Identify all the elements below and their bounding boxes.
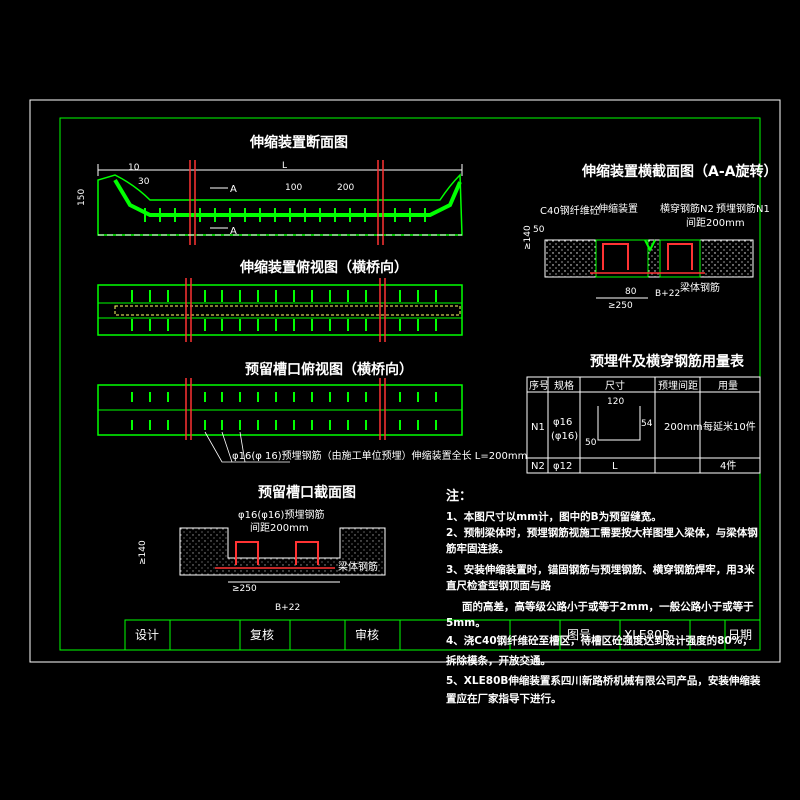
tb-figure-no: XLE80B [624,628,670,642]
cross-d80: 80 [625,287,637,297]
shape-top-dim: 120 [607,397,624,407]
cross-ge140: ≥140 [523,225,533,250]
th-qty: 用量 [718,380,738,392]
th-spec: 规格 [554,379,574,392]
tb-audit: 审核 [355,627,379,642]
dim-100: 100 [285,183,302,193]
row2-no: N2 [531,461,545,472]
cross-embed-label: 预埋钢筋N1 [716,202,770,215]
note-line-11: 置应在厂家指导下进行。 [446,692,562,705]
dim-10: 10 [128,163,140,173]
slot-beam-label: 梁体钢筋 [338,560,378,573]
tb-figure: 图号 [567,628,591,642]
cross-beam-label: 梁体钢筋 [680,281,720,294]
slot-ge250: ≥250 [232,584,257,594]
title-slot-section: 预留槽口截面图 [258,484,356,501]
dim-30: 30 [138,177,150,187]
cross-d50: 50 [533,225,545,235]
row2-spec1: φ12 [553,461,572,472]
note-line-3: 筋牢固连接。 [445,542,509,555]
title-section: 伸缩装置断面图 [249,134,348,151]
notes-heading: 注： [446,488,472,504]
cross-B22: B+22 [655,289,680,299]
cross-section: C40钢纤维砼 伸缩装置 横穿钢筋N2 预埋钢筋N1 间距200mm ≥140 … [523,202,770,311]
title-cross-section: 伸缩装置横截面图（A-A旋转） [581,163,777,180]
row1-spec1: φ16 [553,417,572,428]
row1-spec2: (φ16) [551,431,578,442]
cut-A-bot: A [230,226,237,237]
shape-right-dim: 54 [641,419,653,429]
cross-ge250: ≥250 [608,301,633,311]
cut-A-top: A [230,184,237,195]
th-size: 尺寸 [605,379,625,392]
note-line-6: 面的高差，高等级公路小于或等于2mm，一般公路小于或等于 [462,600,754,613]
tb-review: 复核 [250,628,274,642]
tb-design: 设计 [135,628,159,642]
row1-spacing: 200mm [664,422,703,433]
section-view: L 10 30 150 A A 100 200 [77,160,463,245]
th-spacing: 预埋间距 [658,379,698,392]
dim-L: L [282,161,287,171]
slot-section: φ16(φ16)预埋钢筋 间距200mm ≥140 ≥250 B+22 梁体钢筋 [138,508,386,613]
dim-150: 150 [77,189,87,206]
note-line-4: 3、安装伸缩装置时，锚固钢筋与预埋钢筋、横穿钢筋焊牢，用3米 [446,563,755,576]
row2-size: L [612,461,618,472]
title-table: 预埋件及横穿钢筋用量表 [590,353,745,370]
cross-rebar-label: 横穿钢筋N2 [660,202,714,215]
title-top-view: 伸缩装置俯视图（横桥向） [239,259,408,276]
slot-B22: B+22 [275,603,300,613]
note-line-10: 5、XLE80B伸缩装置系四川新路桥机械有限公司产品，安装伸缩装 [446,674,761,687]
note-line-2: 2、预制梁体时，预埋钢筋视施工需要按大样图埋入梁体，与梁体钢 [446,526,758,539]
row2-qty: 4件 [720,460,736,472]
cross-c40-label: C40钢纤维砼 [540,204,600,217]
dim-200: 200 [337,183,354,193]
slot-ge140: ≥140 [138,540,148,565]
title-slot-top-view: 预留槽口俯视图（横桥向） [245,361,413,378]
slot-top-view: φ16(φ 16)预埋钢筋（由施工单位预埋）伸缩装置全长 L=200mm [97,378,527,463]
top-view [97,278,463,342]
note-line-9: 拆除模条，开放交通。 [446,654,551,667]
slot-rebar-label: φ16(φ16)预埋钢筋 [238,508,324,521]
notes: 注： 1、本图尺寸以mm计，图中的B为预留缝宽。 2、预制梁体时，预埋钢筋视施工… [445,488,761,705]
row1-qty: 每延米10件 [703,420,756,433]
th-no: 序号 [529,379,549,392]
shape-side-dim: 50 [585,438,597,448]
slot-top-note: φ16(φ 16)预埋钢筋（由施工单位预埋）伸缩装置全长 L=200mm [232,449,527,462]
cross-spacing-label: 间距200mm [686,216,745,229]
note-line-1: 1、本图尺寸以mm计，图中的B为预留缝宽。 [446,510,662,523]
note-line-8: 4、浇C40钢纤维砼至槽区，待槽区砼强度达到设计强度的80%， [446,634,753,647]
slot-spacing-label: 间距200mm [250,521,309,534]
outer-frame [29,99,781,663]
note-line-5: 直尺检查型钢顶面与路 [446,579,551,592]
title-block: 设计 复核 审核 图号 XLE80B 日期 [124,619,761,651]
tb-date: 日期 [728,628,752,642]
note-line-7: 5mm。 [446,617,486,629]
row1-no: N1 [531,422,545,433]
cross-device-label: 伸缩装置 [598,202,638,215]
quantity-table: 序号 规格 尺寸 预埋间距 用量 N1 φ16 (φ16) 120 50 54 … [526,376,761,474]
